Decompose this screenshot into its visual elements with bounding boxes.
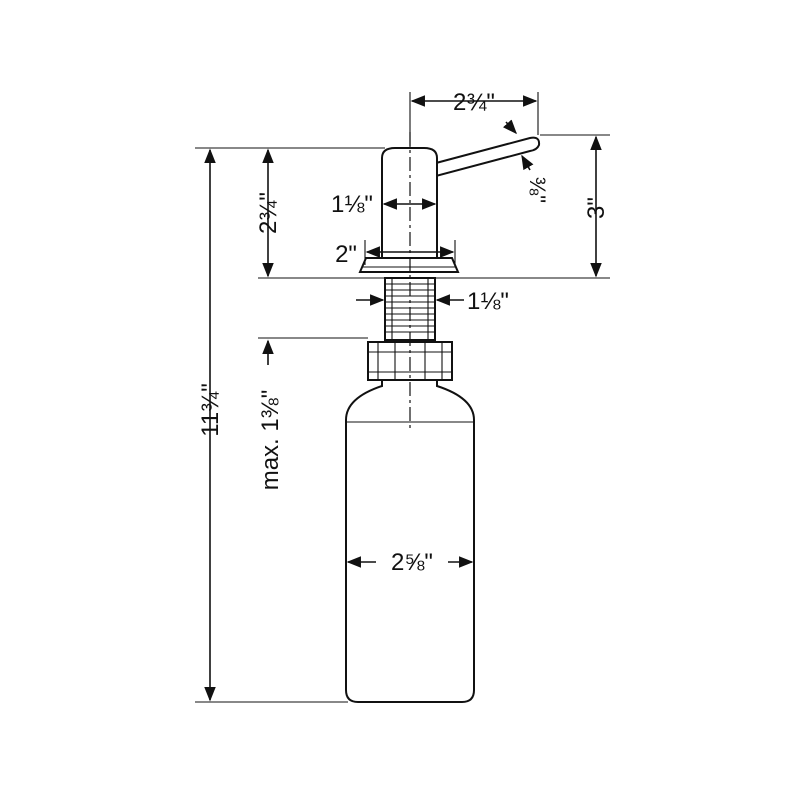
max-thickness-label: max. 1⅜" [257,390,284,491]
bottle [345,379,475,703]
head-height-label: 2¾" [255,192,282,234]
bottle-width-label: 2⅝" [391,549,433,576]
head-width-label: 1⅛" [331,191,373,218]
dispenser-outline [345,132,541,703]
dimension-lines [204,95,602,702]
flange [358,257,460,273]
total-height-label: 11¾" [197,383,224,436]
spout-tip-label: ⅜" [525,177,550,203]
flange-width-label: 2" [335,241,357,268]
shank-width-label: 1⅛" [467,288,509,315]
pump-height-label: 3" [583,197,610,219]
spout-reach-label: 2¾" [453,89,495,116]
extension-lines [195,92,610,703]
dimension-labels: 2¾" 1⅛" 2" 1⅛" 2⅝" 2¾" 11¾" max. 1⅜" 3" … [197,89,610,576]
spout [435,136,541,178]
